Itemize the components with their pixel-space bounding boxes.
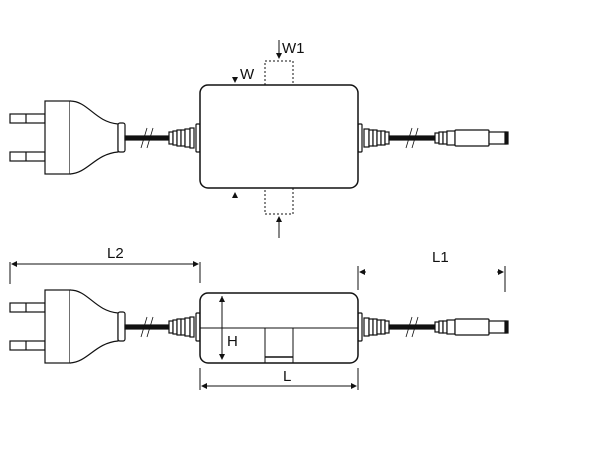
h-label: H: [227, 333, 238, 350]
w-label: W: [240, 66, 255, 83]
w-arrow-top: [232, 77, 238, 83]
w-arrow-bottom: [232, 192, 238, 198]
l1-label: L1: [432, 249, 449, 266]
l2-label: L2: [107, 245, 124, 262]
w1-label: W1: [282, 40, 305, 57]
plug-outline-bottom: [264, 187, 294, 215]
top-view: W W1: [9, 40, 509, 238]
inlet-panel: [264, 327, 294, 364]
l-label: L: [283, 368, 291, 385]
side-view: H L2 L L1: [9, 245, 509, 390]
plug-outline-top: [264, 60, 294, 86]
adapter-body-top: [199, 84, 359, 189]
